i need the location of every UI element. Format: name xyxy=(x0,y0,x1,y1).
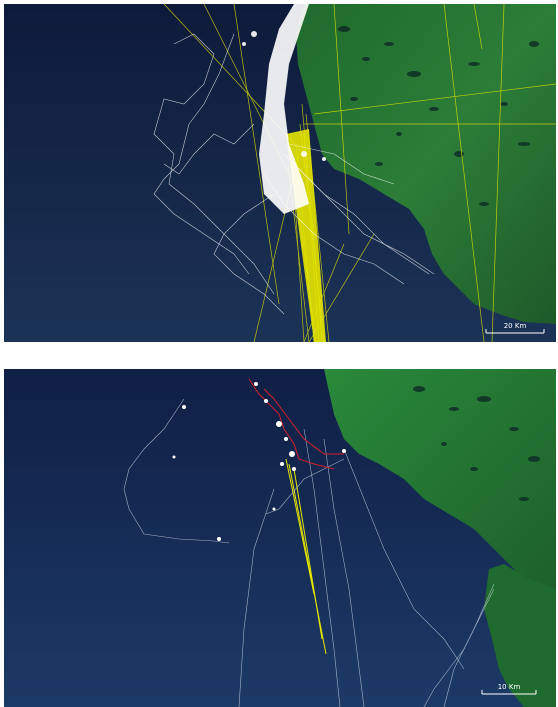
outlier-tracks xyxy=(285,458,327,655)
map-panel-top: 20 Km xyxy=(4,4,556,342)
land-area-mainland xyxy=(324,369,556,599)
map-panel-bottom: 10 Km xyxy=(4,369,556,707)
map-view-top: 20 Km xyxy=(4,4,556,342)
scale-bar-label: 10 Km xyxy=(498,683,521,691)
lakes xyxy=(338,26,539,206)
scale-bar-label: 20 Km xyxy=(504,322,527,330)
scale-bar: 10 Km xyxy=(481,683,537,695)
land-area xyxy=(296,4,556,324)
dense-track-cluster xyxy=(242,4,326,214)
scale-bar: 20 Km xyxy=(485,322,545,334)
raw-gps-tracks xyxy=(153,33,435,315)
gps-points xyxy=(172,382,346,541)
filtered-tracks xyxy=(248,378,344,470)
land-area-peninsula xyxy=(484,564,556,707)
raw-gps-tracks xyxy=(123,398,495,707)
lakes xyxy=(413,386,540,501)
map-view-bottom: 10 Km xyxy=(4,369,556,707)
